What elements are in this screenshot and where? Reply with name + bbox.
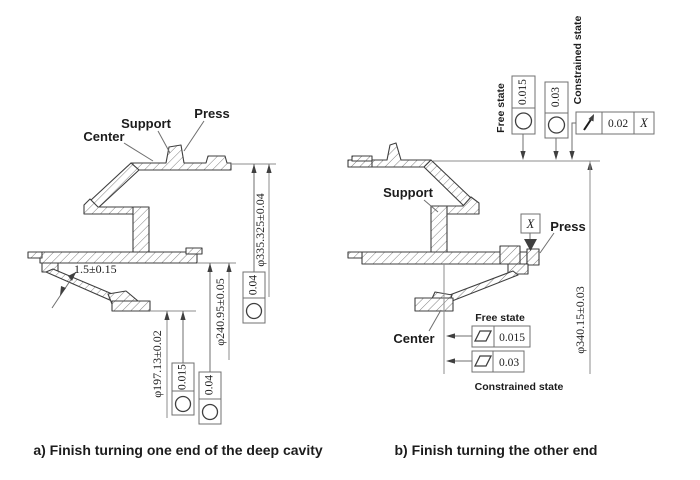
arrow-down-runout <box>569 151 575 160</box>
center-leader-left <box>123 142 154 162</box>
web-section <box>430 205 448 253</box>
top-flange-section <box>130 144 232 171</box>
datum-triangle-icon <box>524 239 537 251</box>
upper-cone-section <box>89 162 140 209</box>
press-leader-right <box>539 232 555 254</box>
label-constrained-state-bottom: Constrained state <box>475 381 564 393</box>
arrow-up-fcf-d335 <box>251 164 257 173</box>
arrow-left-flat-free <box>446 333 455 339</box>
part-cross-section-left <box>27 144 232 312</box>
datum-x-label: X <box>526 217 536 231</box>
middle-flange-left-lip <box>27 251 43 259</box>
support-leader-left <box>157 130 171 154</box>
fcf-value-d240: 0.04 <box>204 375 216 395</box>
runout-leader <box>571 122 576 151</box>
arrow-up-fcf-d240 <box>207 263 213 272</box>
datum-x: X <box>520 213 541 251</box>
bottom-flange-section <box>111 300 151 312</box>
runout-datum-ref: X <box>639 116 649 130</box>
dim-text-d240: φ240.95±0.05 <box>213 278 227 346</box>
dim-text-d335: φ335.325±0.04 <box>253 193 267 267</box>
fcf-value-d197: 0.015 <box>177 364 189 390</box>
label-free-state-top: Free state <box>495 83 507 133</box>
flatness-icon <box>473 355 493 367</box>
diagram-b: Free state 0.015 0.03 Constrained state <box>347 15 655 458</box>
circularity-icon <box>245 302 263 320</box>
fcf-circularity-d335: 0.04 <box>242 271 266 324</box>
circularity-icon <box>174 395 192 413</box>
flat-free-value: 0.015 <box>499 332 525 344</box>
label-support-right: Support <box>383 185 433 200</box>
flatness-icon <box>473 330 493 342</box>
label-free-state-bottom: Free state <box>475 312 525 324</box>
part-cross-section-right <box>347 142 540 312</box>
bend-ledge-section <box>83 198 135 215</box>
thin-cone-section <box>446 270 519 302</box>
middle-flange-left-lip <box>347 251 363 259</box>
middle-flange-section <box>39 251 198 264</box>
thickness-arrow-outer <box>68 272 76 281</box>
dim-text-d340: φ340.15±0.03 <box>573 286 587 354</box>
support-leader-right <box>423 199 439 213</box>
fcf-circularity-d240: 0.04 <box>198 371 222 425</box>
fcf-constrained-value: 0.03 <box>550 87 562 107</box>
thickness-arrow-inner <box>60 286 66 296</box>
label-center-right: Center <box>393 331 434 346</box>
lower-step-section <box>507 263 529 275</box>
label-constrained-state-top: Constrained state <box>572 15 584 104</box>
label-press-right: Press <box>550 219 585 234</box>
fcf-circularity-free: 0.015 <box>511 75 536 135</box>
middle-flange-right-step <box>185 247 203 255</box>
label-center-left: Center <box>83 129 124 144</box>
fcf-flatness-constrained: 0.03 <box>471 350 525 373</box>
right-boss-section <box>499 245 521 265</box>
circularity-icon <box>201 403 219 421</box>
runout-value: 0.02 <box>608 118 628 130</box>
arrow-up-d335 <box>266 164 272 173</box>
label-press-left: Press <box>194 106 229 121</box>
circular-runout-icon <box>583 114 594 131</box>
fcf-free-value: 0.015 <box>517 79 529 105</box>
top-flange-left-step <box>351 155 373 162</box>
fcf-runout: 0.02 X <box>575 111 655 135</box>
fcf-flatness-free: 0.015 <box>471 325 531 348</box>
web-section <box>132 206 150 254</box>
circularity-icon <box>514 112 533 130</box>
press-lug-section <box>526 248 540 266</box>
arrow-up-d197 <box>164 311 170 320</box>
caption-b: b) Finish turning the other end <box>395 442 598 458</box>
top-flange-section <box>371 142 432 168</box>
circularity-icon <box>547 116 566 134</box>
arrow-down-constrained <box>553 151 559 160</box>
caption-a: a) Finish turning one end of the deep ca… <box>33 442 323 458</box>
arrow-up-d240 <box>226 263 232 272</box>
center-leader-right <box>428 309 442 332</box>
press-leader-left <box>183 120 205 152</box>
fcf-circularity-constrained: 0.03 <box>544 81 569 139</box>
flat-constrained-value: 0.03 <box>499 357 519 369</box>
arrow-up-fcf-d197 <box>180 311 186 320</box>
fcf-circularity-d197: 0.015 <box>171 362 195 416</box>
bottom-flange-section <box>414 297 454 312</box>
diagram-a: φ335.325±0.04 0.04 φ240.95±0.05 0.04 φ19… <box>27 106 323 458</box>
dim-text-d197: φ197.13±0.02 <box>150 330 164 398</box>
arrow-down-free <box>520 151 526 160</box>
arrow-left-flat-constrained <box>446 358 455 364</box>
fcf-value-d335: 0.04 <box>248 275 260 295</box>
thickness-dim-text: 1.5±0.15 <box>74 262 117 276</box>
label-support-left: Support <box>121 116 171 131</box>
